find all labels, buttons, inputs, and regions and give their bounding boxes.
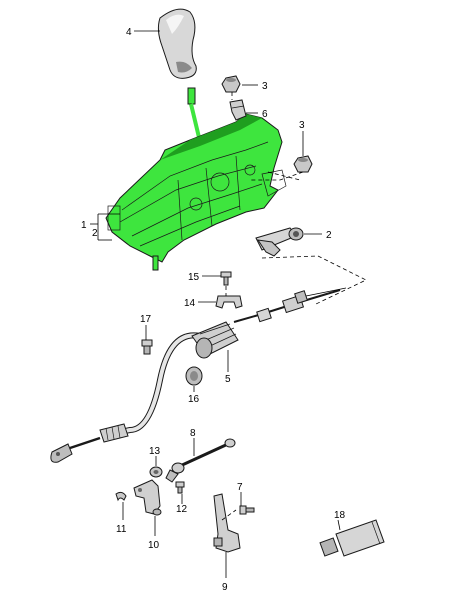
callout-1: 1 bbox=[81, 220, 87, 231]
callout-16: 16 bbox=[188, 394, 200, 405]
cable-clamp[interactable] bbox=[215, 295, 243, 309]
callout-3-top: 3 bbox=[262, 81, 268, 92]
callout-labels: 4 3 6 3 1 2 2 15 14 17 5 16 8 13 12 7 11… bbox=[81, 27, 346, 593]
callout-12: 12 bbox=[176, 504, 188, 515]
shift-knob[interactable] bbox=[157, 8, 197, 79]
ball-socket-lever[interactable] bbox=[255, 227, 304, 257]
link-rod[interactable] bbox=[165, 438, 236, 483]
shift-cable-assembly[interactable] bbox=[50, 287, 347, 463]
grommet-16[interactable] bbox=[185, 366, 203, 386]
nut-13[interactable] bbox=[149, 466, 163, 478]
callout-15: 15 bbox=[188, 272, 200, 283]
bushing-17[interactable] bbox=[141, 339, 153, 355]
callout-2-housing: 2 bbox=[92, 228, 98, 239]
bolt-12[interactable] bbox=[175, 481, 185, 494]
callout-8: 8 bbox=[190, 428, 196, 439]
nut-top[interactable] bbox=[221, 75, 241, 93]
dashed-guides bbox=[221, 92, 367, 521]
bracket-clip[interactable] bbox=[229, 99, 247, 121]
callout-2-lever: 2 bbox=[326, 230, 332, 241]
callout-17: 17 bbox=[140, 314, 152, 325]
callout-7: 7 bbox=[237, 482, 243, 493]
screw-15[interactable] bbox=[220, 271, 232, 286]
callout-5: 5 bbox=[225, 374, 231, 385]
callout-10: 10 bbox=[148, 540, 160, 551]
mounting-plate[interactable] bbox=[213, 493, 241, 553]
nut-right[interactable] bbox=[293, 155, 313, 173]
callout-4: 4 bbox=[126, 27, 132, 38]
callout-13: 13 bbox=[149, 446, 161, 457]
callout-18: 18 bbox=[334, 510, 346, 521]
callout-9: 9 bbox=[222, 582, 228, 593]
callout-6: 6 bbox=[262, 109, 268, 120]
grease-tube[interactable] bbox=[319, 519, 385, 557]
callout-11: 11 bbox=[116, 524, 127, 535]
bolt-7[interactable] bbox=[239, 505, 255, 515]
shift-housing-assembly[interactable] bbox=[105, 113, 287, 271]
leader-lines bbox=[90, 30, 341, 578]
lever-bracket[interactable] bbox=[133, 479, 162, 516]
callout-3-right: 3 bbox=[299, 120, 305, 131]
clip-11[interactable] bbox=[115, 491, 127, 502]
callout-14: 14 bbox=[184, 298, 196, 309]
